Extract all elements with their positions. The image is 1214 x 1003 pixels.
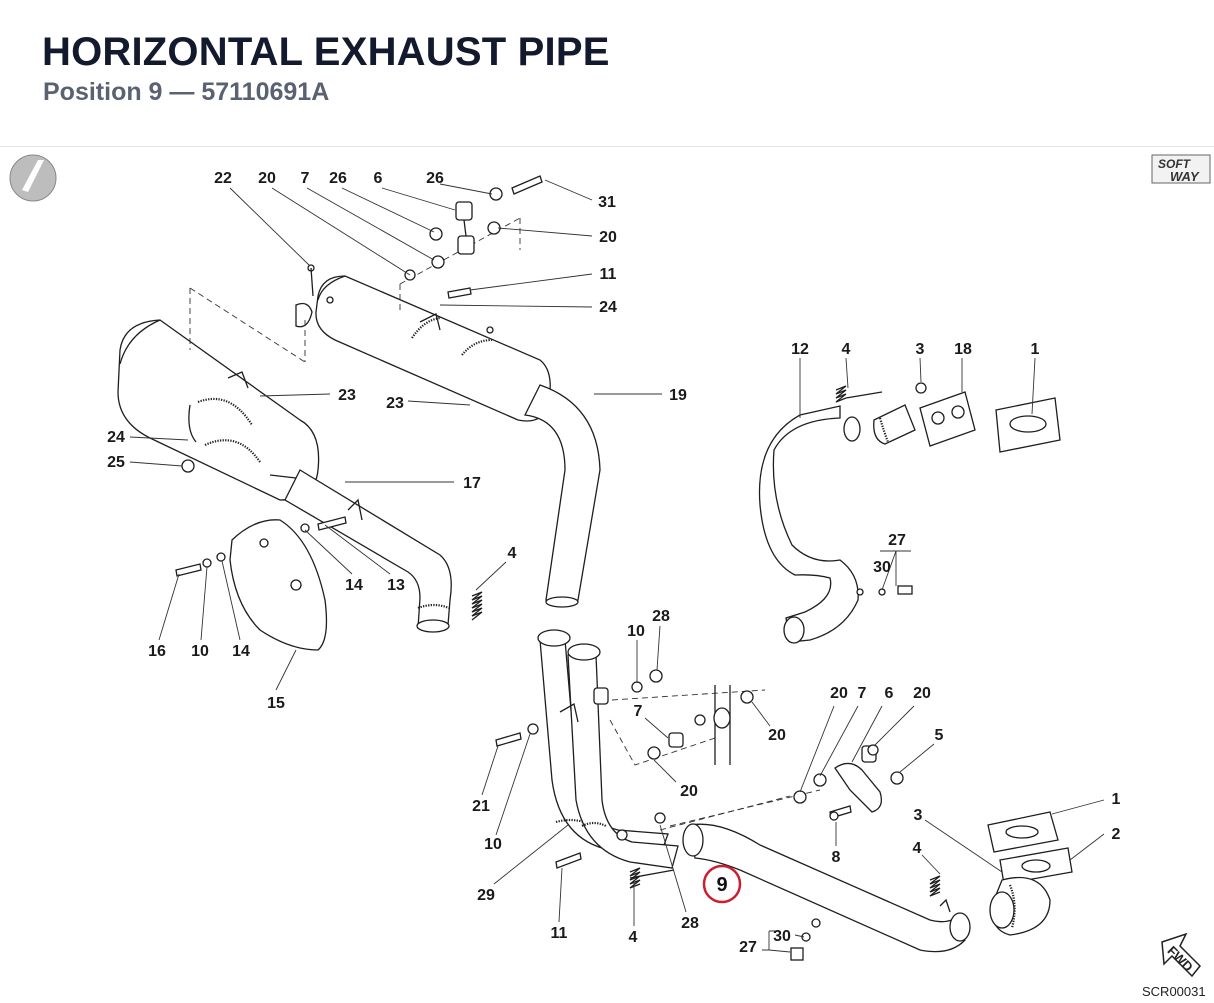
callout-14: 14 [345,577,363,594]
callout-10: 10 [484,836,502,853]
callout-2: 2 [1112,826,1121,843]
callout-1: 1 [1112,791,1121,808]
forward-arrow-icon: FWD [1161,932,1202,978]
callout-4: 4 [629,929,638,946]
callout-4: 4 [508,545,517,562]
callout-27: 27 [739,939,757,956]
callout-8: 8 [832,849,841,866]
leader-lines [129,179,1105,953]
center-bracket [793,744,904,821]
callout-20: 20 [258,170,276,187]
left-fasteners [175,264,363,577]
page-subtitle: Position 9 — 57110691A [43,78,330,106]
logo-line1: SOFT [1158,157,1192,171]
front-header-pipes [537,629,679,869]
upper-bracket-hardware [404,175,543,299]
callout-25: 25 [107,454,125,471]
callout-10: 10 [627,623,645,640]
frame-post [713,685,731,765]
callout-20: 20 [680,783,698,800]
callout-7: 7 [858,685,867,702]
right-elbow-and-gaskets [629,811,1073,936]
callout-4: 4 [842,341,851,358]
callout-24: 24 [107,429,125,446]
callout-20: 20 [913,685,931,702]
callout-20: 20 [830,685,848,702]
callout-labels: 22 20 7 26 6 26 31 20 11 24 23 23 19 24 … [107,170,1120,956]
callout-18: 18 [954,341,972,358]
callout-15: 15 [267,695,285,712]
callout-13: 13 [387,577,405,594]
callout-11: 11 [600,266,617,283]
callout-1: 1 [1031,341,1040,358]
callout-7: 7 [634,703,643,720]
callout-29: 29 [477,887,495,904]
callout-3: 3 [916,341,925,358]
callout-12: 12 [791,341,809,358]
brand-badge-icon [9,154,57,202]
callout-6: 6 [885,685,894,702]
callout-10: 10 [191,643,209,660]
callout-21: 21 [472,798,490,815]
callout-14: 14 [232,643,250,660]
callout-23: 23 [338,387,356,404]
callout-4: 4 [913,840,922,857]
footer-code: SCR00031 [1142,984,1206,999]
callout-26: 26 [329,170,347,187]
callout-27: 27 [888,532,906,549]
highlight-ring [702,864,742,904]
callout-19: 19 [669,387,687,404]
callout-20: 20 [768,727,786,744]
callout-16: 16 [148,643,166,660]
callout-28: 28 [681,915,699,932]
heat-shield [229,519,328,651]
callout-7: 7 [301,170,310,187]
left-tailpipe [284,469,452,633]
page-title: HORIZONTAL EXHAUST PIPE [42,30,610,74]
callout-26: 26 [426,170,444,187]
callout-28: 28 [652,608,670,625]
callout-24: 24 [599,299,617,316]
callout-11: 11 [551,925,568,942]
highlight-callout-9[interactable]: 9 [702,864,742,904]
left-muffler [117,319,320,501]
softway-logo: SOFT WAY [1151,154,1211,184]
callout-5: 5 [935,727,944,744]
callout-20: 20 [599,229,617,246]
callout-23: 23 [386,395,404,412]
callout-30: 30 [873,559,891,576]
horizontal-exhaust-pipe[interactable] [682,823,971,961]
upper-tailpipe [524,384,601,608]
alignment-lines-middle [609,689,821,831]
rear-header-pipe [758,382,1061,644]
callout-22: 22 [214,170,232,187]
logo-line2: WAY [1170,169,1200,184]
spring-left [471,591,483,621]
callout-3: 3 [914,807,923,824]
callout-6: 6 [374,170,383,187]
middle-fasteners [495,669,754,869]
page-header: HORIZONTAL EXHAUST PIPE Position 9 — 571… [0,0,1214,147]
callout-31: 31 [598,194,616,211]
callout-17: 17 [463,475,481,492]
highlight-label: 9 [716,874,727,896]
callout-30: 30 [773,928,791,945]
upper-muffler [295,275,551,422]
